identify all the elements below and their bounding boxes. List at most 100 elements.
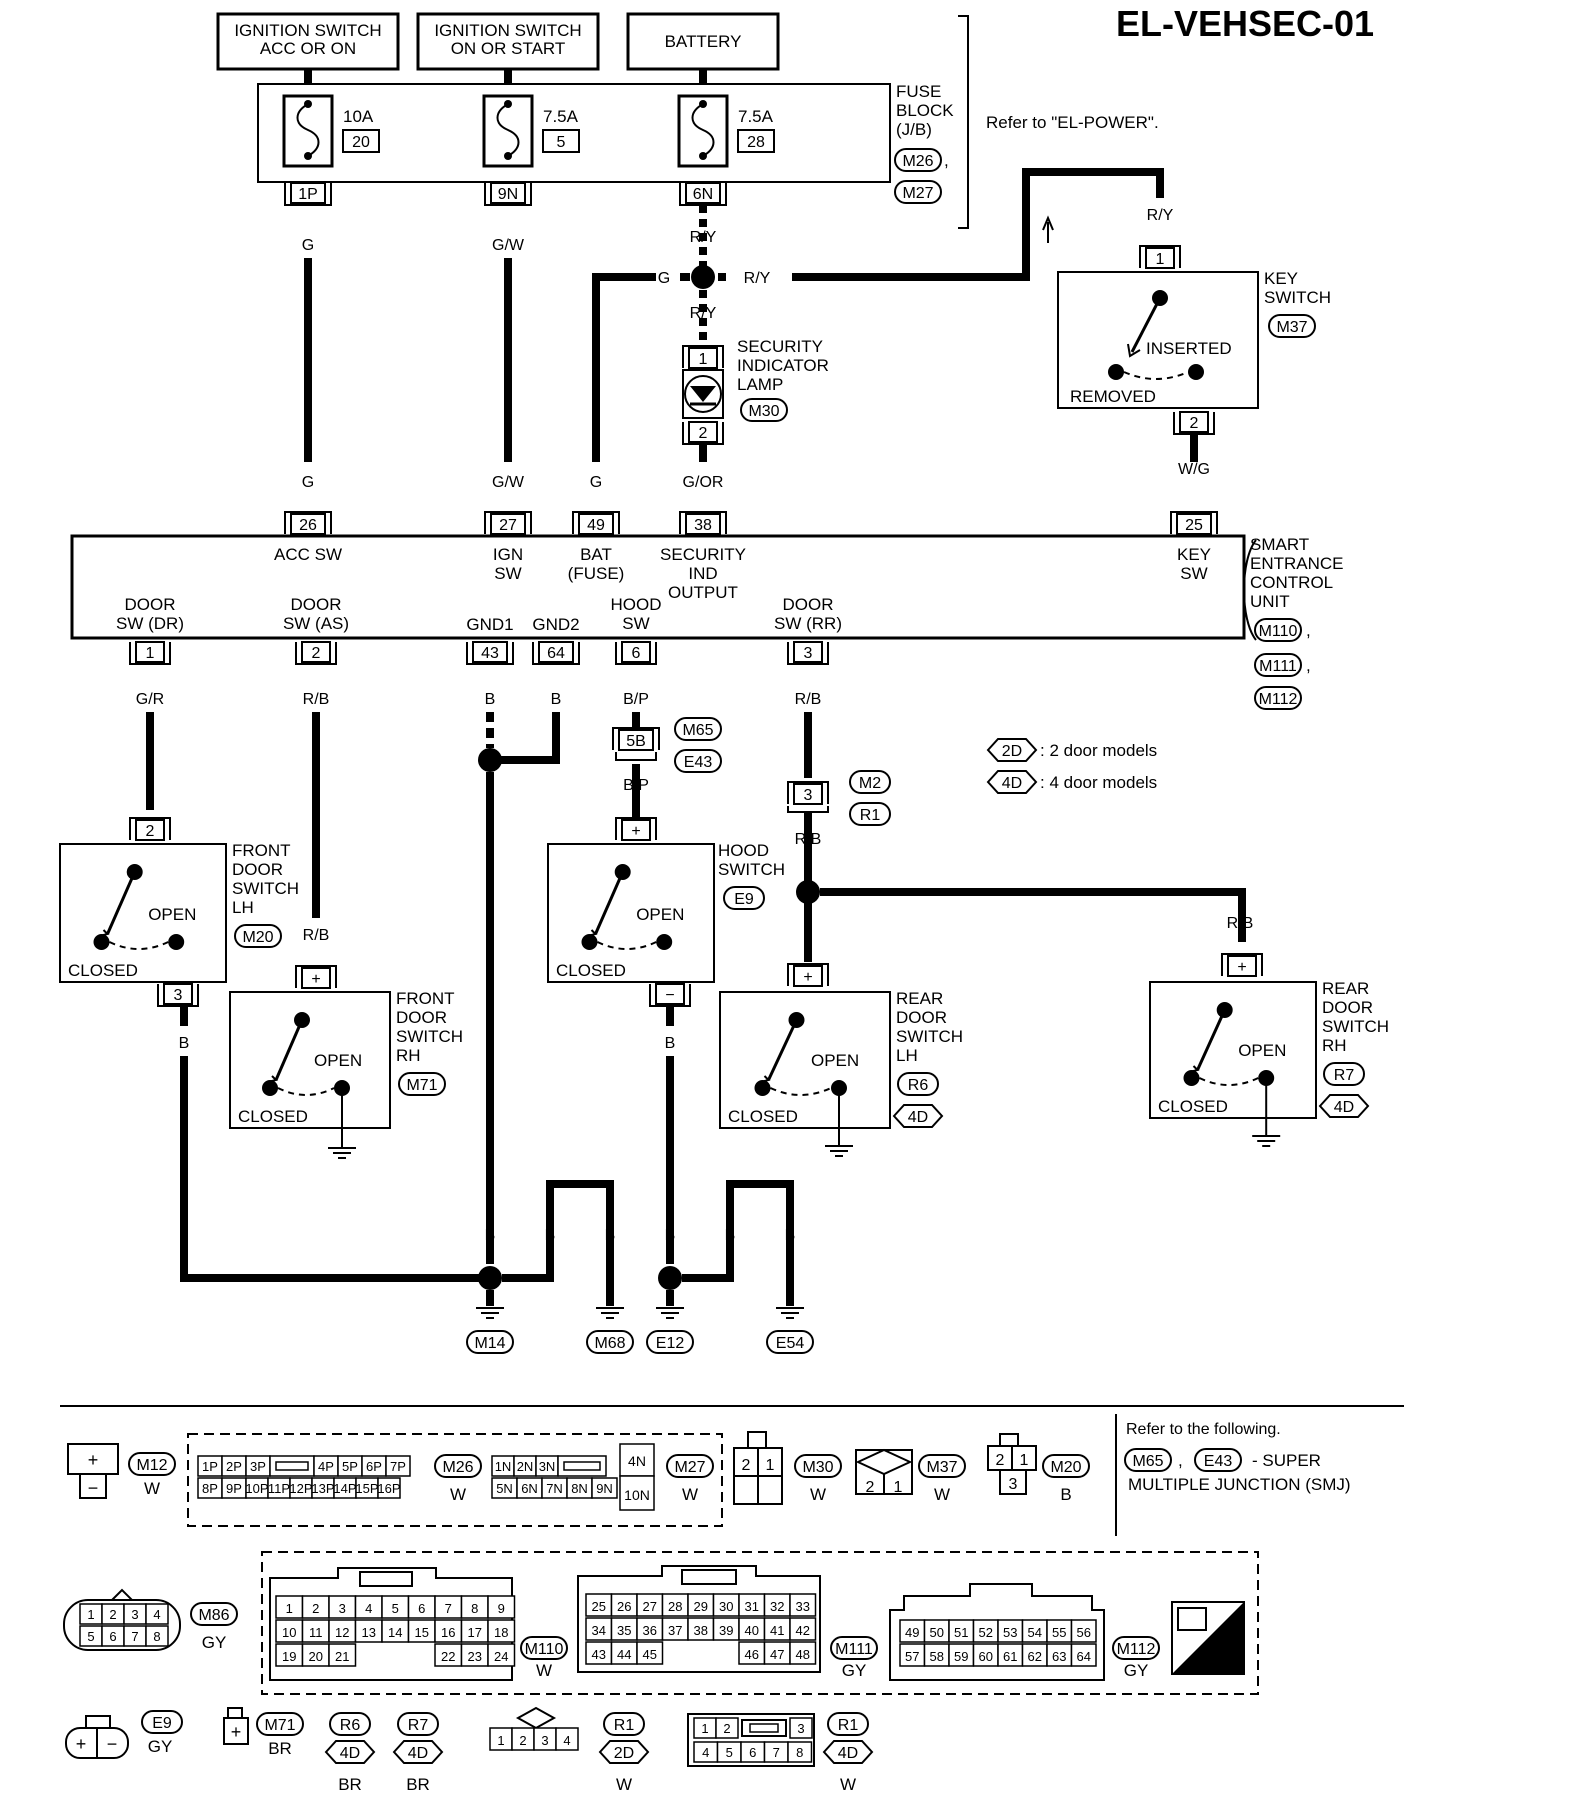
cu-top-label-3: SECURITY [660,545,746,564]
m111-cell-text: 35 [617,1623,631,1638]
m111-conn [830,1636,878,1660]
flh-pin-top-pin: 2 [146,823,155,840]
fuse-2-amp: 7.5A [738,107,774,126]
cu-bot-3-pin-box [538,641,574,663]
front-door-lh-travel [109,941,169,950]
m110-cell-text: 3 [339,1601,346,1616]
m112-conn-text: M112 [1117,1641,1156,1658]
cu-conn-m112 [1254,686,1302,710]
m20-tab [999,1433,1019,1447]
lamp-pin1-pin-box [688,347,718,369]
r-conn-m2 [849,770,891,794]
rear-lh-model [892,1104,944,1128]
m26-cell-text: 15P [355,1481,378,1496]
wire-label-b: B [665,1227,676,1244]
wire-label-gw: G/W [492,474,525,491]
hood-switch-open-contact [656,934,673,950]
e9-pin: + [76,1734,87,1754]
r1-2d-model [598,1740,650,1764]
m111-cell [636,1641,664,1665]
rear-rh-label: SWITCH [1322,1017,1389,1036]
r7-color: BR [406,1775,430,1794]
rear-door-lh-box [719,991,891,1129]
r1-4d-model [822,1740,874,1764]
cu-bottom-label-4: HOOD [611,595,662,614]
wire-b-e54 [682,1180,794,1306]
key-switch-label: SWITCH [1264,288,1331,307]
m111-cell-text: 29 [694,1599,708,1614]
r1-4d-cell [789,1717,813,1739]
m71-conn [256,1712,304,1736]
diagram-title: EL-VEHSEC-01 [1116,3,1374,44]
smj-note-m65-text: M65 [1132,1453,1163,1470]
control-unit-box [70,534,1246,640]
fuse-0-num-box [342,129,380,153]
m86-cell-text: 1 [87,1607,94,1622]
r1-4d-color: W [840,1775,856,1794]
m20-color: B [1060,1485,1071,1504]
hood-pin-top-pin-box [621,819,651,841]
fuse-2-end [699,100,707,108]
rear-door-lh-open-label: OPEN [811,1051,859,1070]
ignition-on-label: IGNITION SWITCH [434,21,581,40]
hs-label: H.S. [1213,1656,1238,1671]
wire-label-rb: R/B [1227,915,1254,932]
cu-top-1-pin-box [490,513,526,535]
r1-2d-cell-text: 3 [541,1733,548,1748]
m26-cell-text: 7P [390,1459,406,1474]
fuse-1-amp: 7.5A [543,107,579,126]
m26-cell-text: 4P [318,1459,334,1474]
ground-E54 [775,1307,805,1319]
hood-switch-lever [594,871,625,935]
fuse-conn-m26-text: M26 [902,153,933,170]
m112-cell-text: 59 [954,1649,968,1664]
ground-conn-M14 [466,1330,514,1354]
cu-top-4-pin: 25 [1185,517,1203,534]
r1-2d-conn [603,1712,645,1736]
r-conn-m2-text: M2 [859,775,881,792]
wire-label-g: G [302,237,314,254]
fuse-0-terminal-pin-box [290,182,326,204]
m27-cell-text: 3N [539,1459,556,1474]
rear-lh-model-text: 4D [908,1109,928,1126]
legend-2d-text: 2D [1002,743,1022,760]
m110-cell-text: 16 [441,1625,455,1640]
cu-top-4-pin-box [1176,513,1212,535]
smj-note-e43-text: E43 [1204,1453,1233,1470]
rear-door-rh-box [1149,981,1317,1119]
rrh-pin-top-pin-box [1227,955,1257,977]
m86-cell-text: 5 [87,1629,94,1644]
r-joint-pin-bracket [787,781,829,804]
ground-conn-E12 [646,1330,694,1354]
m110-cell-text: 17 [468,1625,482,1640]
smj-note-m65 [1124,1448,1172,1472]
m111-cell-text: 37 [668,1623,682,1638]
m26-cell-text: 16P [377,1481,400,1496]
m26-cell [377,1477,401,1499]
m20-conn [1042,1454,1090,1478]
rear-rh-conn [1323,1062,1365,1086]
m86-cell-text: 4 [153,1607,160,1622]
fuse-0-end [304,100,312,108]
cu-top-3-pin-box [685,513,721,535]
front-lh-label: SWITCH [232,879,299,898]
rlh-ground [824,1145,854,1157]
wire-label-b: B [785,1227,796,1244]
m112-cell [1070,1643,1097,1667]
r1-4d-cell [715,1717,739,1739]
rear-rh-conn-text: R7 [1334,1067,1355,1084]
m37-color: W [934,1485,950,1504]
cu-bot-2-bracket [466,642,514,665]
r6-model-text: 4D [340,1745,360,1762]
flh-pin-top-pin-box [135,819,165,841]
cu-bot-0-pin: 1 [146,645,155,662]
wire-label-gw: G/W [492,237,525,254]
rear-rh-model [1318,1094,1370,1118]
hood-conn [723,886,765,910]
m27-cell [591,1477,618,1499]
m27-10n [619,1475,655,1511]
cu-top-label-4: KEY [1177,545,1211,564]
flh-pin-bottom-bracket [157,984,199,1007]
ecu-conn-dashed-box [261,1551,1259,1695]
rear-door-lh-travel [770,1087,832,1096]
